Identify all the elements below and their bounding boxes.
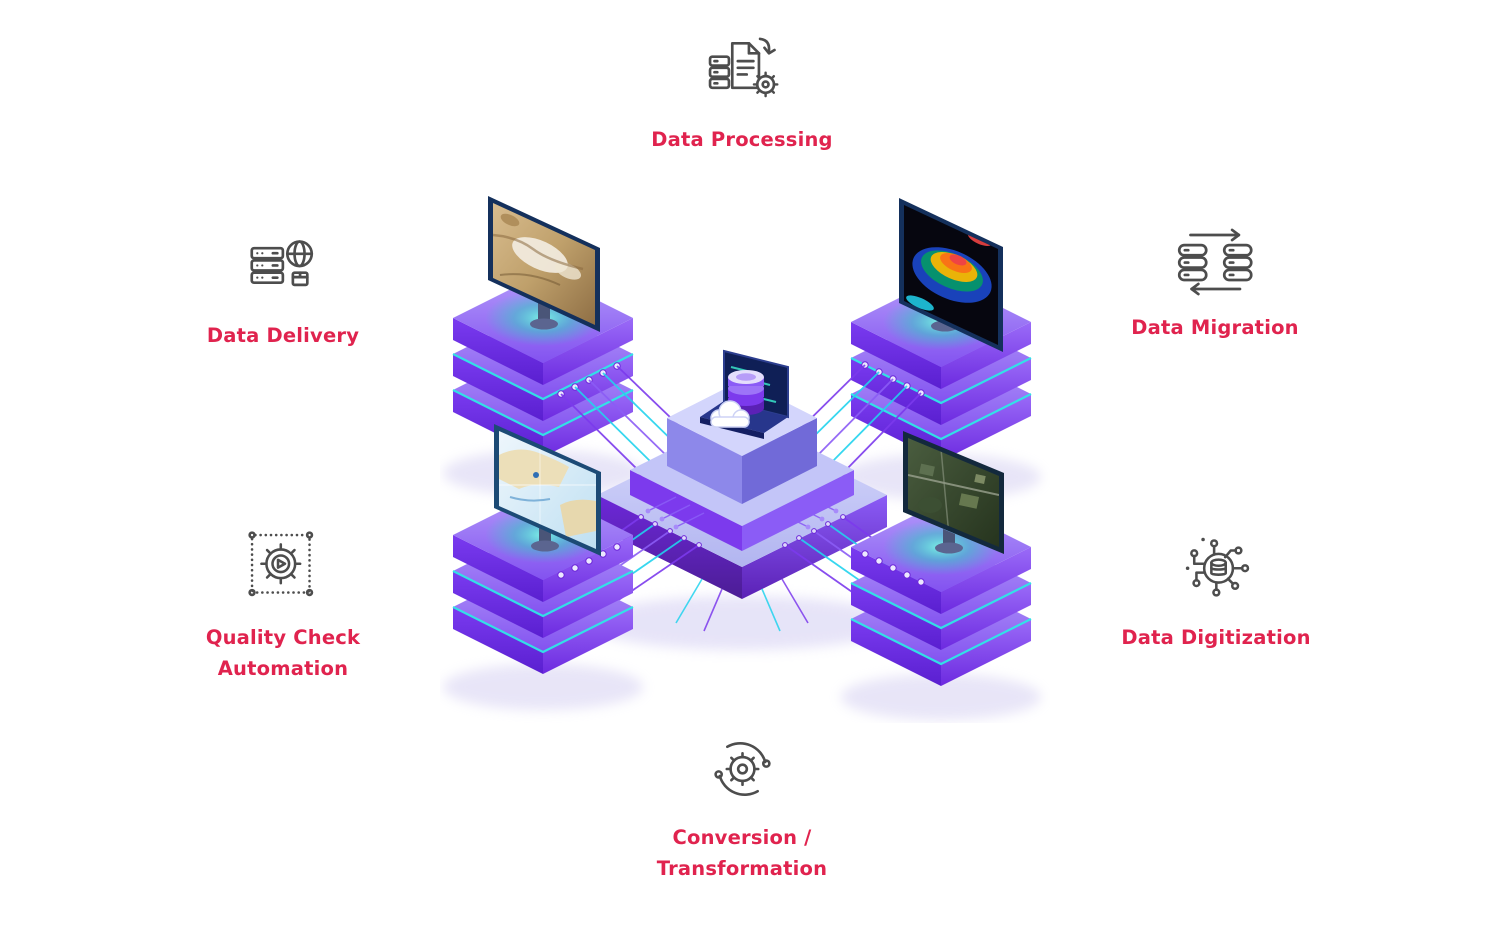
node-label-data-processing: Data Processing (651, 128, 833, 151)
node-data-migration: Data Migration (1131, 226, 1299, 343)
document-gear-processing-icon (708, 37, 779, 98)
port-dots (861, 550, 925, 586)
lidar-map-monitor (899, 198, 1003, 352)
node-label-data-delivery: Data Delivery (206, 324, 360, 347)
lower-edge-pads (638, 514, 846, 548)
port-dots (557, 543, 621, 579)
node-data-digitization: Data Digitization (1121, 524, 1310, 653)
database-transfer-arrows-icon (1177, 228, 1253, 296)
trace-pads (645, 508, 839, 530)
server-stack-upper-left (453, 196, 633, 457)
node-label-conversion-transformation: Conversion / Transformation (656, 826, 828, 881)
light-map-monitor (494, 424, 601, 556)
cloud-icon (710, 400, 750, 428)
circular-arrows-gear-icon (713, 742, 771, 796)
node-quality-check-automation: Quality Check Automation (193, 524, 373, 684)
gear-play-automation-icon (248, 531, 314, 597)
wires-under-platform (675, 578, 809, 632)
node-data-delivery: Data Delivery (207, 226, 359, 351)
node-label-data-migration: Data Migration (1131, 316, 1299, 339)
server-stack-upper-right (851, 198, 1031, 461)
node-label-data-digitization: Data Digitization (1121, 626, 1311, 649)
monitor-base (531, 540, 559, 552)
monitor-base (530, 318, 558, 330)
terrain-map-monitor (488, 196, 600, 332)
server-stack-lower-right (851, 431, 1031, 686)
server-globe-delivery-icon (250, 240, 314, 287)
node-data-processing: Data Processing (651, 30, 833, 155)
circuit-traces (649, 496, 835, 527)
isometric-data-platform-illustration (443, 196, 1041, 720)
satellite-map-monitor (903, 431, 1004, 554)
server-stack-lower-left (453, 424, 633, 674)
node-conversion-transformation: Conversion / Transformation (635, 730, 850, 884)
monitor-base (935, 542, 963, 554)
node-label-quality-check-automation: Quality Check Automation (205, 626, 361, 681)
circuit-database-icon (1185, 537, 1249, 597)
